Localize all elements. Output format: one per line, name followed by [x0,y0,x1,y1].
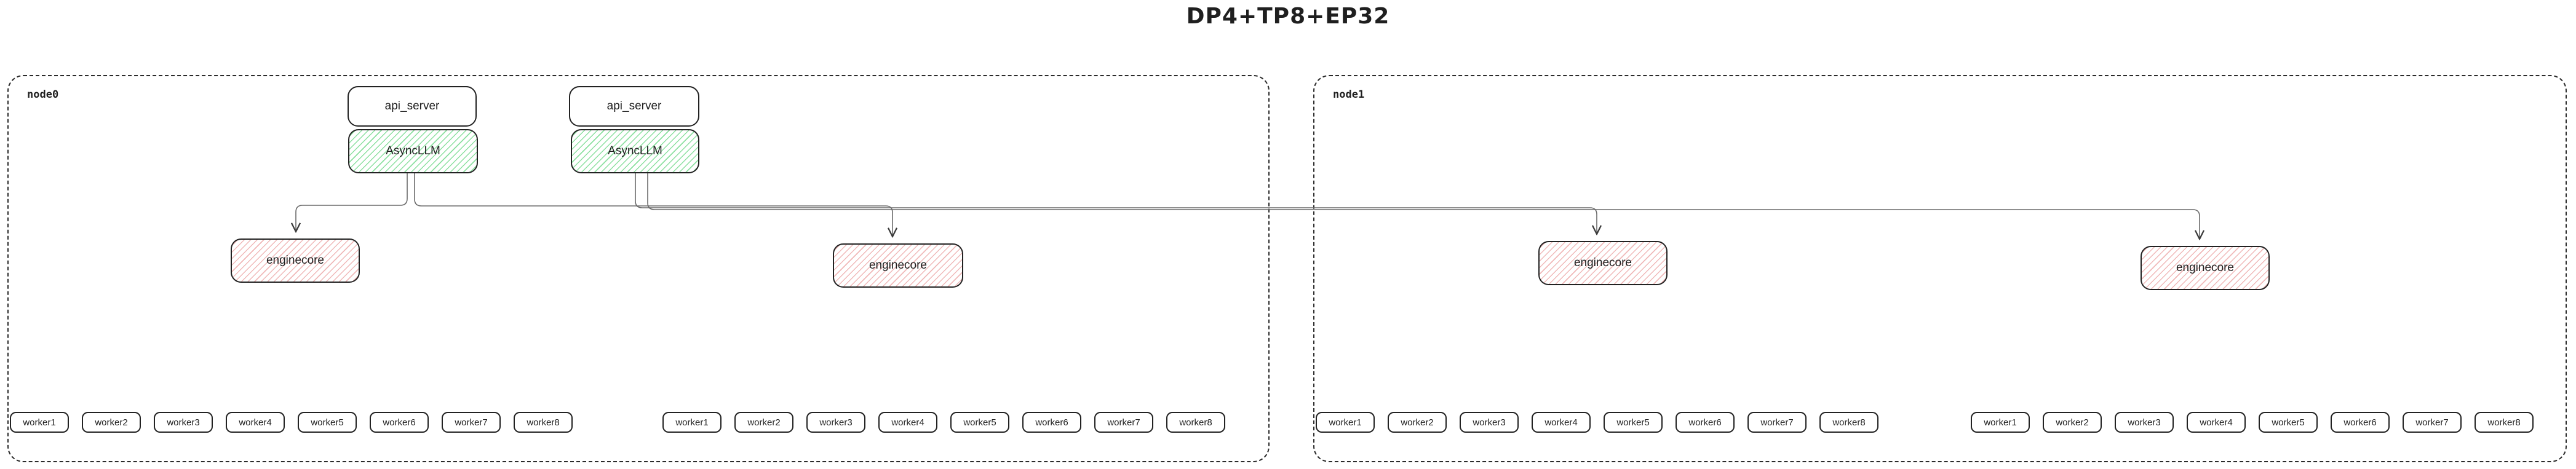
enginecore-box-4: enginecore [2141,246,2270,290]
node1-container: node1 [1313,75,2567,462]
worker-box: worker2 [2043,412,2102,433]
edge-asyncllm2-enginecore3 [635,173,1597,234]
worker-box: worker8 [1166,412,1225,433]
worker-box: worker5 [298,412,357,433]
worker-box: worker4 [2187,412,2246,433]
worker-box: worker8 [514,412,573,433]
api-server-box-2: api_server [569,86,699,127]
edge-asyncllm1-enginecore1 [296,173,408,231]
worker-box: worker5 [2259,412,2318,433]
worker-box: worker7 [2403,412,2462,433]
worker-box: worker4 [1532,412,1591,433]
worker-box: worker6 [1022,412,1081,433]
enginecore-box-1: enginecore [231,238,360,283]
worker-box: worker8 [1819,412,1878,433]
worker-box: worker3 [806,412,865,433]
worker-box: worker2 [82,412,141,433]
worker-box: worker6 [370,412,429,433]
asyncllm-box-2: AsyncLLM [571,129,699,173]
node0-label: node0 [27,89,59,101]
api-server-box-1: api_server [348,86,477,127]
worker-box: worker3 [154,412,213,433]
worker-box: worker6 [2331,412,2390,433]
worker-box: worker3 [1460,412,1519,433]
worker-box: worker7 [1094,412,1153,433]
worker-box: worker4 [226,412,285,433]
worker-row-node0-a: worker1 worker2 worker3 worker4 worker5 worke… [10,412,573,433]
worker-box: worker8 [2475,412,2534,433]
worker-box: worker1 [1316,412,1375,433]
edge-asyncllm2-enginecore4 [647,173,2200,238]
worker-box: worker7 [442,412,501,433]
edge-asyncllm1-enginecore2 [414,173,892,236]
diagram-title: DP4+TP8+EP32 [1186,4,1390,29]
worker-box: worker2 [734,412,793,433]
worker-box: worker5 [1604,412,1663,433]
worker-box: worker7 [1747,412,1807,433]
worker-box: worker1 [662,412,722,433]
worker-row-node1-b: worker1 worker2 worker3 worker4 worker5 worke… [1971,412,2534,433]
worker-box: worker5 [950,412,1009,433]
asyncllm-box-1: AsyncLLM [348,129,478,173]
node1-label: node1 [1333,89,1365,101]
enginecore-box-3: enginecore [1538,241,1668,285]
worker-row-node0-b: worker1 worker2 worker3 worker4 worker5 worke… [662,412,1225,433]
worker-box: worker3 [2115,412,2174,433]
worker-box: worker6 [1676,412,1735,433]
worker-box: worker2 [1388,412,1447,433]
worker-box: worker4 [878,412,937,433]
worker-box: worker1 [10,412,69,433]
worker-box: worker1 [1971,412,2030,433]
worker-row-node1-a: worker1 worker2 worker3 worker4 worker5 worke… [1316,412,1878,433]
enginecore-box-2: enginecore [833,243,963,288]
node0-container: node0 [7,75,1270,462]
